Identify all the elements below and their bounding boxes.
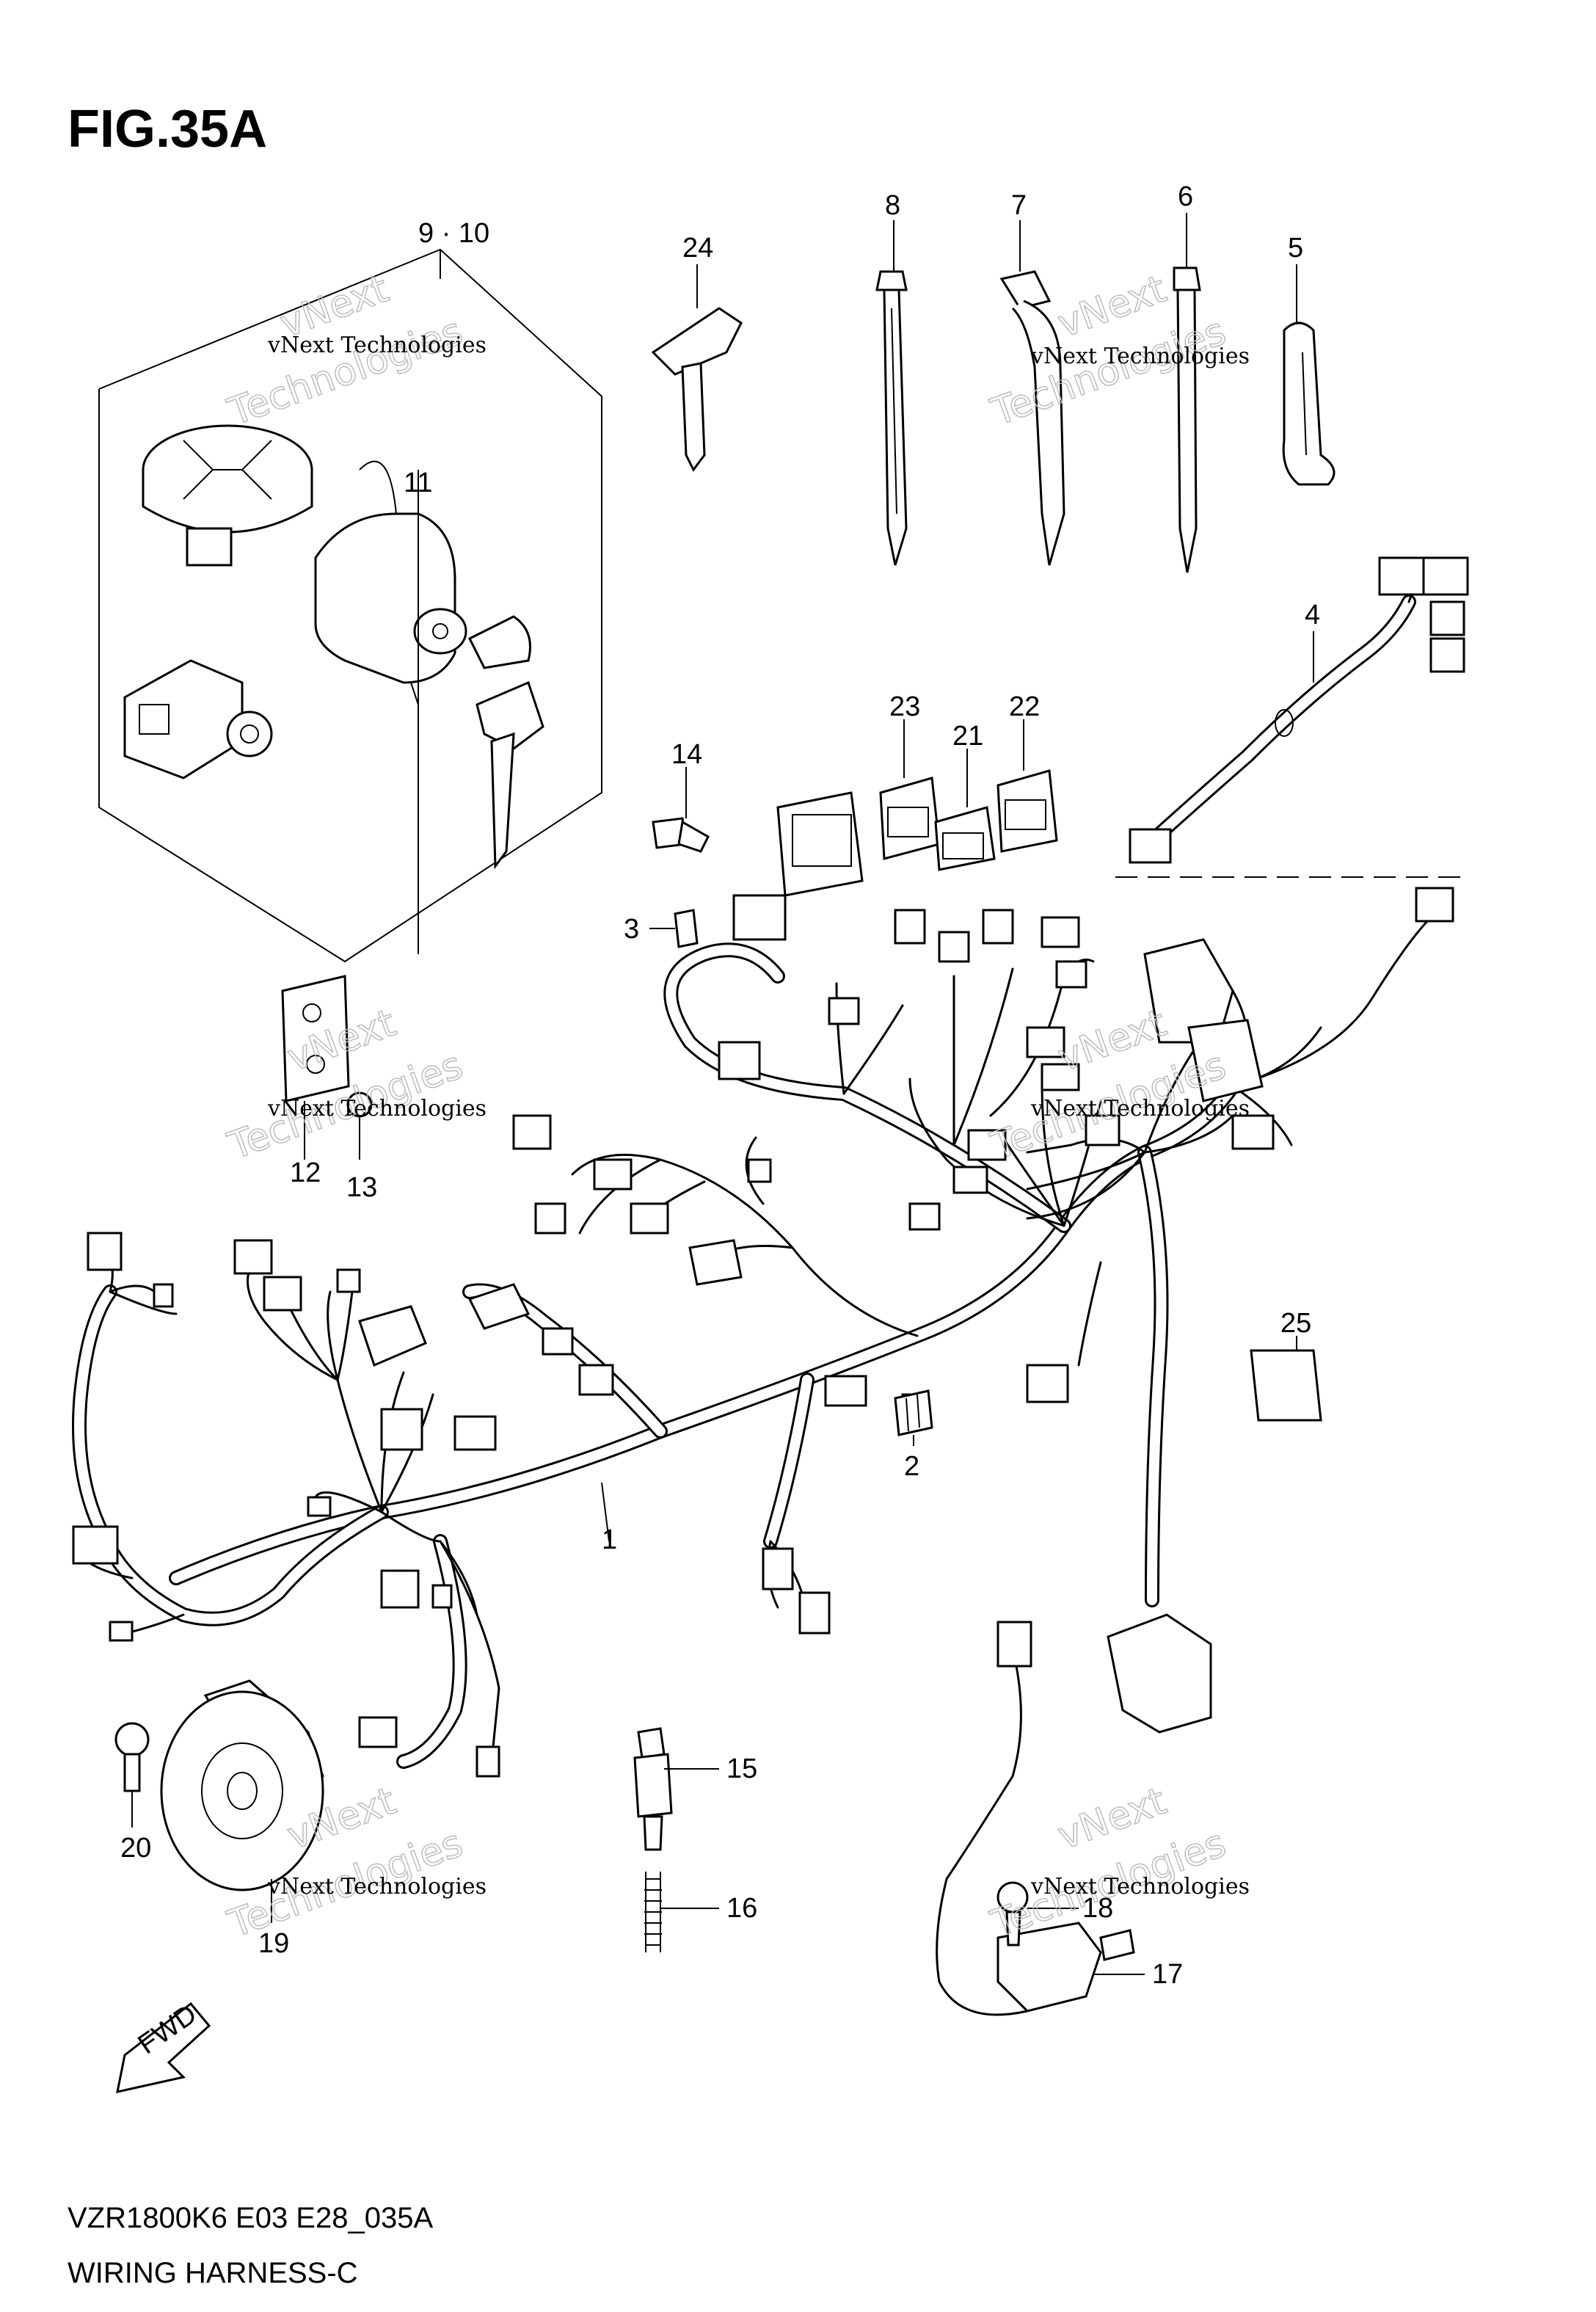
svg-text:vNext Technologies: vNext Technologies xyxy=(267,1096,487,1122)
relay-23 xyxy=(879,777,941,860)
callout-2: 2 xyxy=(904,1451,919,1482)
callout-6: 6 xyxy=(1178,181,1193,212)
tie-6 xyxy=(1173,266,1201,573)
watermark-1: vNext Technologies vNext Technologies xyxy=(222,266,487,435)
key-fob-24 xyxy=(651,307,743,472)
screw-14 xyxy=(652,817,710,853)
relay-21 xyxy=(934,806,996,871)
callout-numbers: 1 2 3 4 5 6 7 8 9 · 10 11 12 13 14 15 16… xyxy=(120,181,1320,1990)
svg-text:vNext Technologies: vNext Technologies xyxy=(1030,1096,1250,1122)
ignition-switch xyxy=(314,460,544,870)
callout-8: 8 xyxy=(885,190,900,221)
callout-4: 4 xyxy=(1305,600,1320,630)
tie-8 xyxy=(875,270,908,566)
callout-17: 17 xyxy=(1152,1959,1183,1990)
seat-lock xyxy=(123,659,273,779)
callout-15: 15 xyxy=(726,1753,757,1784)
figure-title: FIG.35A xyxy=(68,100,267,159)
plate-12 xyxy=(281,975,350,1102)
callout-20: 20 xyxy=(120,1833,151,1864)
bolt-18 xyxy=(996,1881,1029,1946)
diagram-caption: WIRING HARNESS-C xyxy=(68,2257,358,2289)
sensor-17 xyxy=(936,1621,1135,2016)
callout-24: 24 xyxy=(682,233,713,263)
fuse-3 xyxy=(674,909,699,948)
svg-text:vNext Technologies: vNext Technologies xyxy=(1030,1874,1250,1900)
callout-11: 11 xyxy=(404,468,432,498)
callout-23: 23 xyxy=(889,691,920,722)
switch-15 xyxy=(633,1727,673,1851)
callout-19: 19 xyxy=(258,1928,289,1959)
watermark-3: vNext Technologies vNext Technologies xyxy=(222,1000,487,1169)
callout-21: 21 xyxy=(952,721,983,752)
harness-connectors xyxy=(72,887,1454,1778)
sub-harness-4 xyxy=(1129,556,1469,864)
leader-lines xyxy=(131,213,1314,1975)
bolt-20 xyxy=(114,1722,150,1792)
svg-text:vNext Technologies: vNext Technologies xyxy=(267,332,487,358)
callout-13: 13 xyxy=(346,1172,377,1203)
callout-25: 25 xyxy=(1280,1308,1311,1339)
callout-3: 3 xyxy=(624,914,639,945)
callout-9-10: 9 · 10 xyxy=(418,218,489,249)
clamp-7 xyxy=(999,270,1065,566)
svg-text:vNext Technologies: vNext Technologies xyxy=(267,1874,487,1900)
relay-22 xyxy=(996,769,1058,853)
svg-text:Technologies: Technologies xyxy=(222,310,468,435)
model-code: VZR1800K6 E03 E28_035A xyxy=(68,2202,433,2234)
callout-22: 22 xyxy=(1009,691,1040,722)
callout-18: 18 xyxy=(1082,1893,1113,1924)
svg-text:vNext Technologies: vNext Technologies xyxy=(1030,343,1250,369)
main-harness-1 xyxy=(72,916,1432,1769)
watermark-6: vNext Technologies vNext Technologies xyxy=(985,1778,1250,1947)
fuel-cap-lock xyxy=(142,424,313,567)
callout-16: 16 xyxy=(726,1893,757,1924)
label-25 xyxy=(1250,1349,1322,1422)
callout-5: 5 xyxy=(1288,233,1303,263)
fwd-arrow-icon: FWD xyxy=(116,1999,211,2093)
callout-14: 14 xyxy=(671,739,702,770)
clamp-5 xyxy=(1282,321,1336,486)
joint-connector-2 xyxy=(894,1389,933,1436)
fuse-box xyxy=(776,791,864,897)
callout-1: 1 xyxy=(602,1524,617,1555)
callout-12: 12 xyxy=(290,1157,321,1188)
horn-19 xyxy=(160,1679,324,1891)
lock-set-box xyxy=(98,248,602,963)
callout-7: 7 xyxy=(1011,190,1027,221)
spring-16 xyxy=(644,1872,662,1952)
